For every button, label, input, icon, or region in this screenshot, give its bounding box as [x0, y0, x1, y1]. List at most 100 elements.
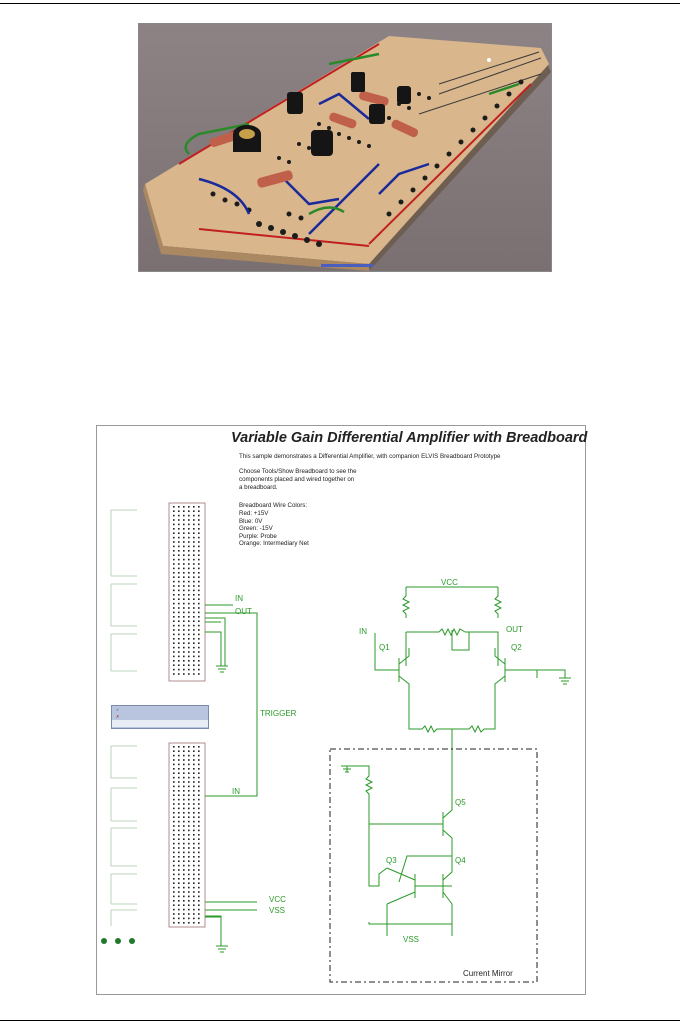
- breadboard-hole: [183, 772, 185, 774]
- breadboard-hole: [188, 510, 190, 512]
- breadboard-hole: [198, 624, 200, 627]
- breadboard-hole: [173, 900, 175, 902]
- breadboard-hole: [183, 847, 185, 849]
- breadboard-hole: [173, 869, 175, 871]
- instruction-line: a breadboard.: [239, 484, 278, 491]
- breadboard-hole: [198, 847, 200, 849]
- breadboard-hole: [198, 523, 200, 526]
- instruction-line: Choose Tools/Show Breadboard to see the: [239, 468, 357, 475]
- breadboard-hole: [188, 864, 190, 867]
- resistors: [209, 91, 419, 188]
- breadboard-hole: [183, 510, 185, 512]
- breadboard-hole: [198, 864, 200, 867]
- label-in-top: IN: [235, 594, 243, 603]
- breadboard-hole: [178, 886, 180, 889]
- breadboard-hole: [178, 532, 180, 534]
- breadboard-hole: [193, 510, 195, 512]
- breadboard-hole: [193, 816, 195, 818]
- breadboard-hole: [178, 768, 180, 770]
- breadboard-hole: [188, 781, 190, 783]
- breadboard-hole: [183, 585, 185, 587]
- breadboard-hole: [188, 878, 190, 880]
- breadboard-hole: [178, 554, 180, 556]
- breadboard-hole: [183, 812, 185, 814]
- breadboard-hole: [188, 790, 190, 792]
- breadboard-hole: [173, 541, 175, 543]
- breadboard-hole: [193, 580, 195, 583]
- breadboard-hole: [173, 834, 175, 836]
- breadboard-hole: [178, 820, 180, 823]
- breadboard-hole: [188, 624, 190, 627]
- template-panel: ✓ ✗: [111, 705, 209, 729]
- breadboard-hole: [183, 646, 185, 649]
- breadboard-hole: [188, 869, 190, 871]
- breadboard-hole: [173, 506, 175, 508]
- breadboard-hole: [193, 895, 195, 898]
- breadboard-hole: [173, 554, 175, 556]
- label-in-amp: IN: [359, 627, 367, 636]
- breadboard-hole: [193, 798, 195, 801]
- breadboard-hole: [198, 541, 200, 543]
- breadboard-hole: [173, 895, 175, 898]
- breadboard-hole: [198, 550, 200, 552]
- breadboard-hole: [193, 558, 195, 561]
- breadboard-hole: [178, 803, 180, 805]
- breadboard-hole: [188, 750, 190, 752]
- breadboard-hole: [198, 895, 200, 898]
- breadboard-hole: [188, 772, 190, 774]
- breadboard-hole: [198, 908, 200, 911]
- breadboard-hole: [193, 794, 195, 796]
- breadboard-hole: [178, 816, 180, 818]
- wire-color-green: Green: -15V: [239, 525, 273, 533]
- breadboard-hole: [198, 589, 200, 592]
- breadboard-hole: [178, 746, 180, 748]
- breadboard-hole: [188, 834, 190, 836]
- breadboard-hole: [183, 754, 185, 757]
- breadboard-hole: [173, 624, 175, 627]
- breadboard-hole: [188, 598, 190, 600]
- label-vss-left: VSS: [269, 906, 286, 915]
- breadboard-hole: [173, 820, 175, 823]
- label-q1: Q1: [379, 643, 390, 652]
- breadboard-hole: [178, 528, 180, 530]
- breadboard-hole: [188, 820, 190, 823]
- breadboard-hole: [193, 781, 195, 783]
- label-out-top: OUT: [235, 607, 252, 616]
- breadboard-hole: [193, 851, 195, 854]
- breadboard-hole: [188, 616, 190, 618]
- breadboard-hole: [198, 638, 200, 640]
- breadboard-hole: [178, 624, 180, 627]
- breadboard-hole: [178, 794, 180, 796]
- breadboard-hole: [193, 532, 195, 534]
- wire-colors-heading: Breadboard Wire Colors:: [239, 502, 308, 509]
- breadboard-hole: [193, 917, 195, 920]
- breadboard-hole: [193, 616, 195, 618]
- breadboard-hole: [193, 514, 195, 517]
- breadboard-hole: [183, 616, 185, 618]
- breadboard-hole: [183, 842, 185, 845]
- breadboard-hole: [178, 829, 180, 832]
- current-mirror-box: [329, 748, 538, 983]
- breadboard-hole: [178, 567, 180, 570]
- breadboard-hole: [193, 746, 195, 748]
- breadboard-hole: [198, 668, 200, 671]
- breadboard-hole: [183, 900, 185, 902]
- breadboard-hole: [198, 812, 200, 814]
- breadboard-hole: [193, 768, 195, 770]
- breadboard-hole: [198, 585, 200, 587]
- wire-color-red: Red: +15V: [239, 510, 269, 517]
- breadboard-hole: [193, 812, 195, 814]
- breadboard-hole: [178, 629, 180, 631]
- breadboard-hole: [173, 602, 175, 605]
- breadboard-hole: [178, 611, 180, 614]
- breadboard-hole: [193, 759, 195, 761]
- breadboard-hole: [193, 576, 195, 578]
- breadboard-hole: [198, 580, 200, 583]
- breadboard-hole: [188, 668, 190, 671]
- breadboard-hole: [198, 607, 200, 609]
- breadboard-hole: [183, 519, 185, 521]
- breadboard-hole: [173, 851, 175, 854]
- breadboard-hole: [178, 790, 180, 792]
- breadboard-hole: [173, 558, 175, 561]
- breadboard-hole: [178, 864, 180, 867]
